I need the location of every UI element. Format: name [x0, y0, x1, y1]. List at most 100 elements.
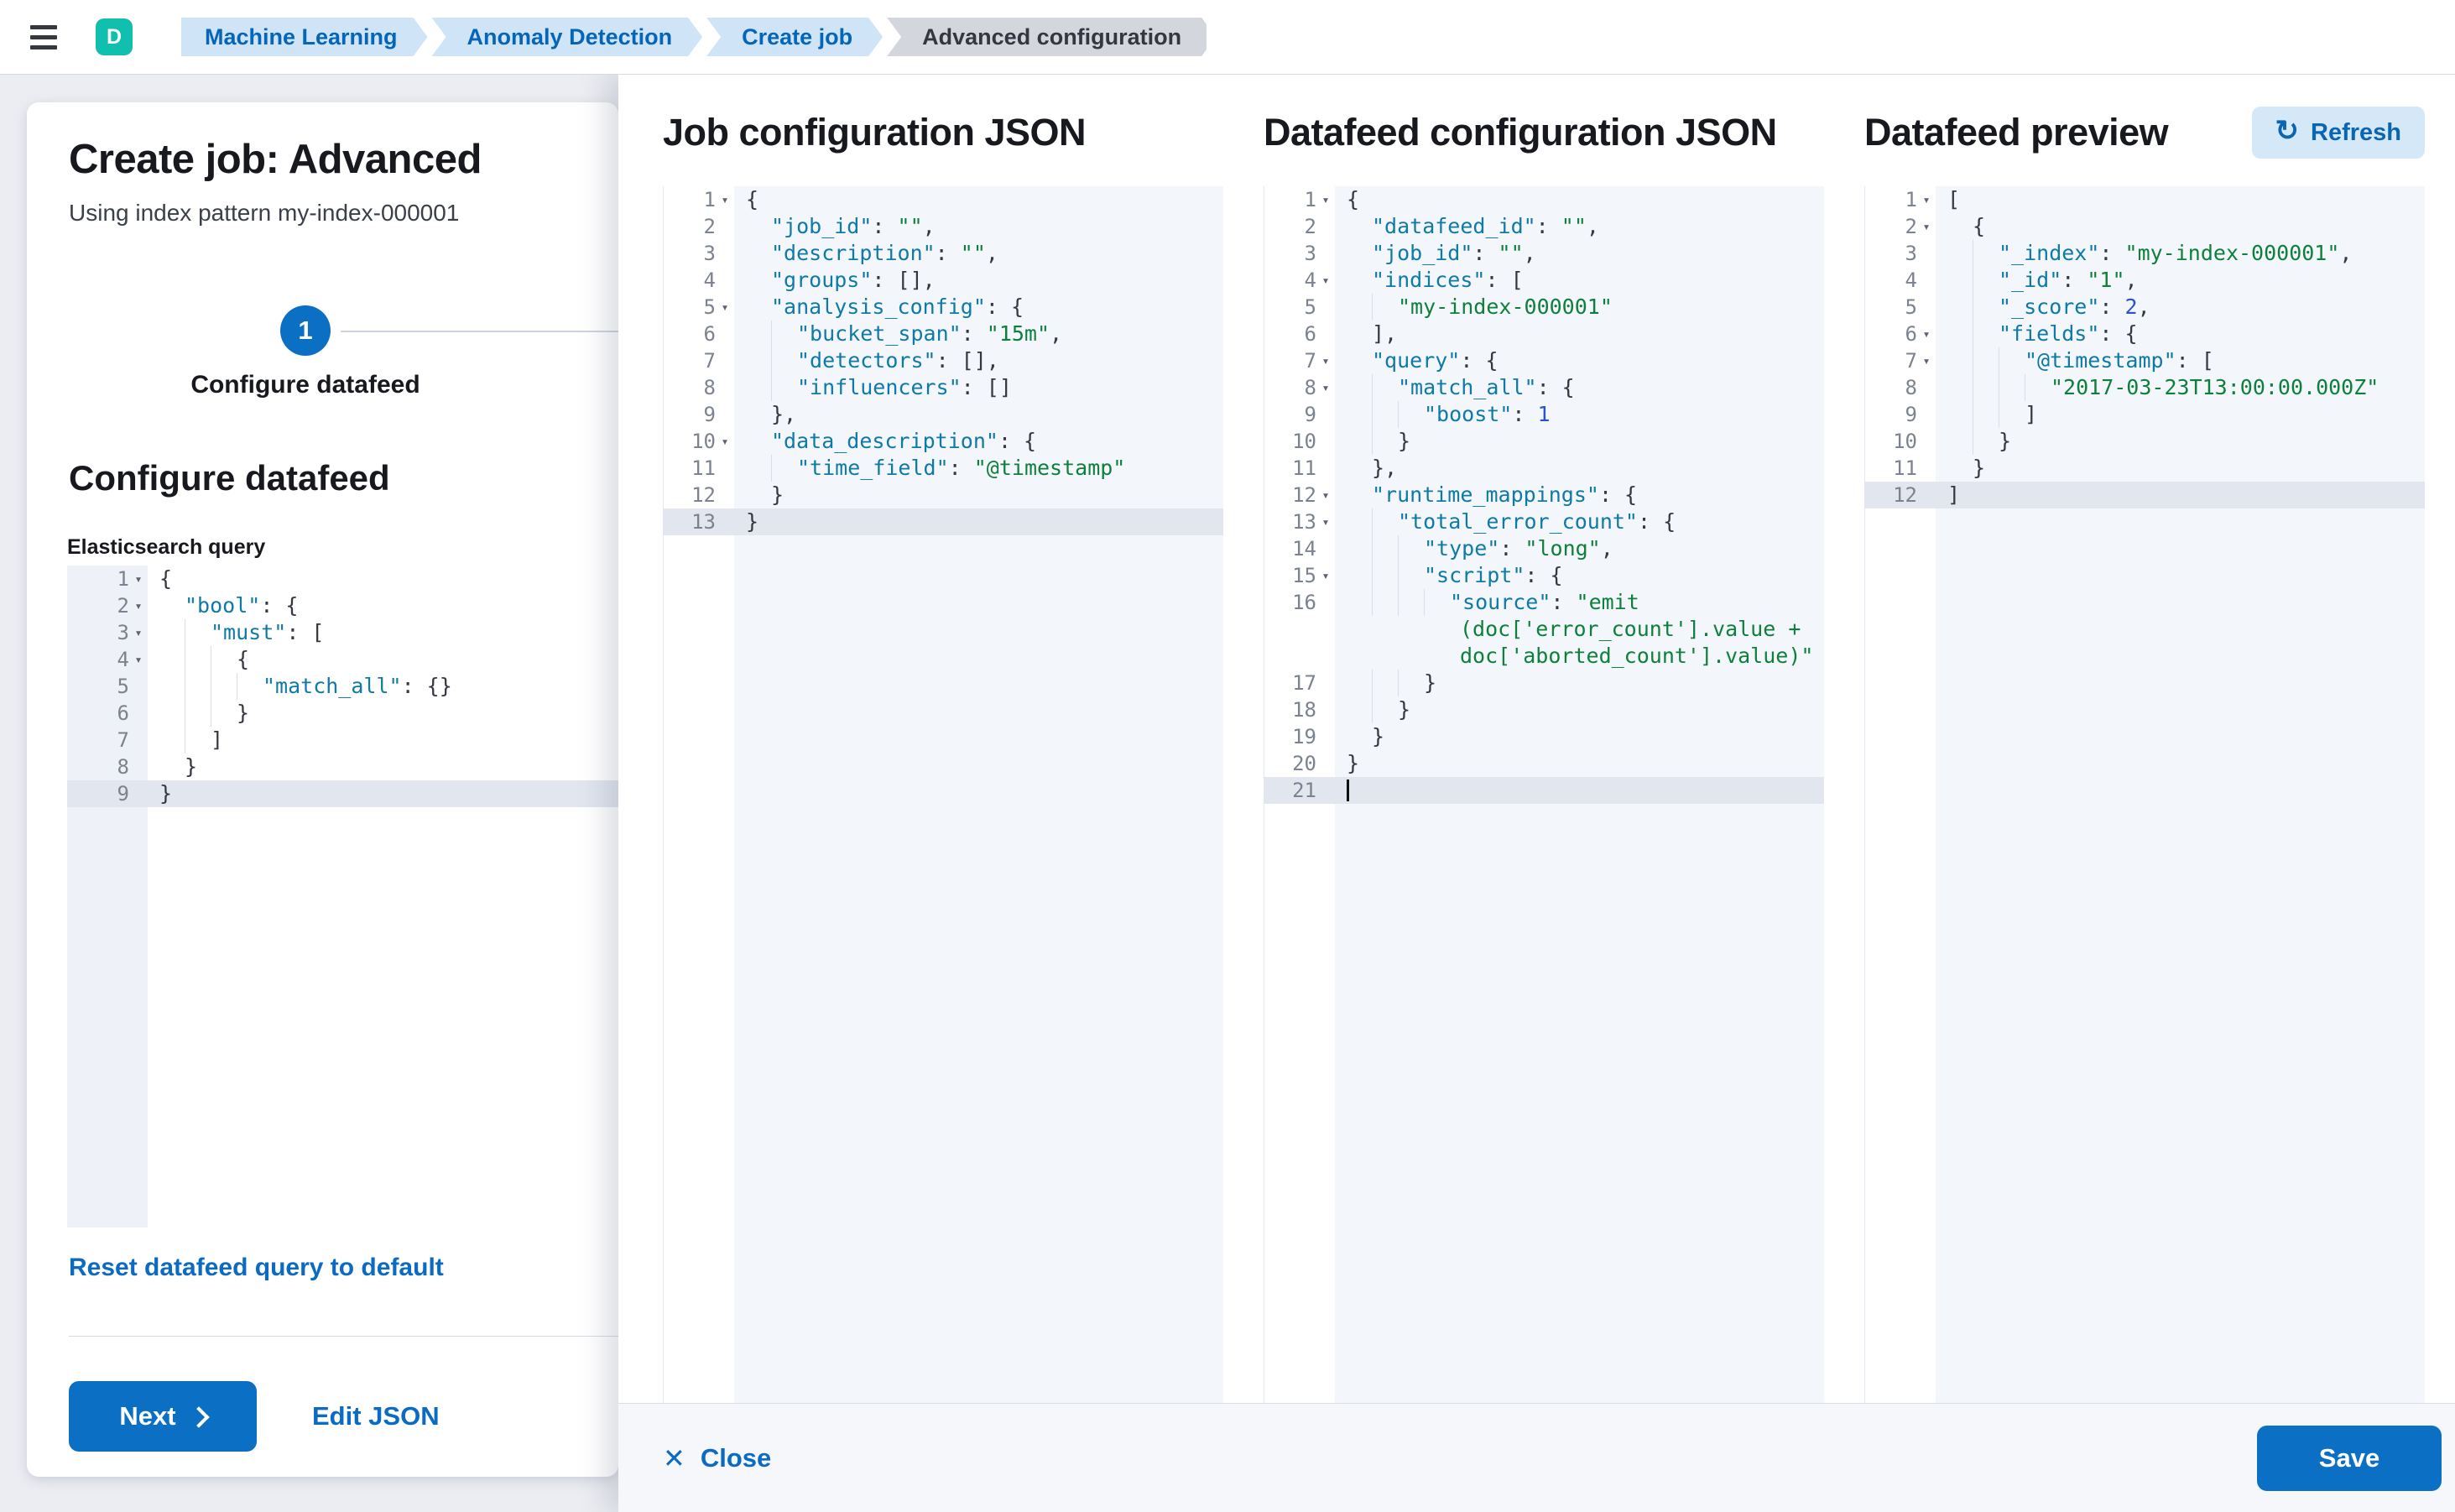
job-configuration-editor[interactable]: 1▾{2"job_id": "",3"description": "",4"gr… [663, 186, 1223, 1403]
code-line-1[interactable]: 1▾[ [1865, 186, 2425, 213]
code-line-6[interactable]: 6], [1264, 321, 1824, 347]
space-avatar[interactable]: D [96, 18, 133, 55]
code-line-11[interactable]: 11}, [1264, 455, 1824, 482]
wizard-step-1[interactable]: 1 [280, 305, 331, 356]
code-line-4[interactable]: 4▾"indices": [ [1264, 267, 1824, 294]
menu-icon[interactable] [30, 24, 57, 50]
gutter: 8 [117, 755, 129, 779]
fold-arrow-icon[interactable]: ▾ [1922, 192, 1931, 207]
code-line-4[interactable]: 4"groups": [], [664, 267, 1223, 294]
refresh-button[interactable]: ↻ Refresh [2251, 107, 2425, 159]
code-line-4[interactable]: 4"_id": "1", [1865, 267, 2425, 294]
code-line-15[interactable]: 15▾"script": { [1264, 562, 1824, 589]
elasticsearch-query-editor[interactable]: 1▾{2▾"bool": {3▾"must": [4▾{5"match_all"… [67, 566, 659, 1228]
fold-arrow-icon[interactable]: ▾ [721, 192, 729, 207]
gutter: 12 [691, 483, 716, 507]
code-line-8[interactable]: 8"influencers": [] [664, 374, 1223, 401]
code-line-8[interactable]: 8▾"match_all": { [1264, 374, 1824, 401]
wizard-step-1-label: Configure datafeed [190, 371, 420, 399]
code-line-9[interactable]: 9] [1865, 401, 2425, 428]
code-line-6[interactable]: 6"bucket_span": "15m", [664, 321, 1223, 347]
code-line-7[interactable]: 7] [67, 727, 659, 753]
code-line-12[interactable]: 12▾"runtime_mappings": { [1264, 482, 1824, 508]
fold-arrow-icon[interactable]: ▾ [134, 571, 143, 587]
code-line-10[interactable]: 10▾"data_description": { [664, 428, 1223, 455]
code-line-8[interactable]: 8"2017-03-23T13:00:00.000Z" [1865, 374, 2425, 401]
reset-datafeed-query-link[interactable]: Reset datafeed query to default [69, 1254, 444, 1281]
code-line-3[interactable]: 3"job_id": "", [1264, 240, 1824, 267]
code-wrap-row[interactable]: doc['aborted_count'].value)" [1264, 643, 1824, 670]
code-line-3[interactable]: 3▾"must": [ [67, 619, 659, 646]
page-title: Create job: Advanced [69, 137, 482, 182]
code-line-10[interactable]: 10} [1264, 428, 1824, 455]
datafeed-preview-editor[interactable]: 1▾[2▾{3"_index": "my-index-000001",4"_id… [1864, 186, 2425, 1403]
code-line-20[interactable]: 20} [1264, 750, 1824, 777]
code-line-9[interactable]: 9} [67, 780, 659, 807]
code-line-14[interactable]: 14"type": "long", [1264, 535, 1824, 562]
code-line-13[interactable]: 13▾"total_error_count": { [1264, 508, 1824, 535]
fold-arrow-icon[interactable]: ▾ [1321, 487, 1330, 503]
code-line-8[interactable]: 8} [67, 753, 659, 780]
code-line-13[interactable]: 13} [664, 508, 1223, 535]
code-line-3[interactable]: 3"description": "", [664, 240, 1223, 267]
next-button[interactable]: Next [69, 1381, 257, 1452]
edit-json-link[interactable]: Edit JSON [312, 1401, 440, 1431]
code-line-6[interactable]: 6▾"fields": { [1865, 321, 2425, 347]
code-line-9[interactable]: 9"boost": 1 [1264, 401, 1824, 428]
fold-arrow-icon[interactable]: ▾ [134, 652, 143, 667]
code-line-1[interactable]: 1▾{ [67, 566, 659, 592]
code-line-21[interactable]: 21 [1264, 777, 1824, 804]
code-line-1[interactable]: 1▾{ [664, 186, 1223, 213]
code-wrap-row[interactable]: (doc['error_count'].value + [1264, 616, 1824, 643]
code-line-2[interactable]: 2"datafeed_id": "", [1264, 213, 1824, 240]
code-line-11[interactable]: 11} [1865, 455, 2425, 482]
json-editor-flyout: Job configuration JSON 1▾{2"job_id": "",… [618, 74, 2455, 1512]
code-line-18[interactable]: 18} [1264, 696, 1824, 723]
fold-arrow-icon[interactable]: ▾ [134, 598, 143, 613]
code-line-7[interactable]: 7▾"@timestamp": [ [1865, 347, 2425, 374]
code-line-17[interactable]: 17} [1264, 670, 1824, 696]
code-line-7[interactable]: 7"detectors": [], [664, 347, 1223, 374]
breadcrumb-anomaly-detection[interactable]: Anomaly Detection [432, 18, 703, 56]
fold-arrow-icon[interactable]: ▾ [1321, 192, 1330, 207]
code-line-16[interactable]: 16"source": "emit [1264, 589, 1824, 616]
close-button[interactable]: ✕ Close [663, 1442, 771, 1474]
fold-arrow-icon[interactable]: ▾ [1321, 568, 1330, 583]
code-line-6[interactable]: 6} [67, 700, 659, 727]
fold-arrow-icon[interactable]: ▾ [721, 300, 729, 315]
breadcrumb-create-job[interactable]: Create job [706, 18, 883, 56]
code-line-10[interactable]: 10} [1865, 428, 2425, 455]
fold-arrow-icon[interactable]: ▾ [1321, 380, 1330, 395]
fold-arrow-icon[interactable]: ▾ [1321, 353, 1330, 368]
code-line-5[interactable]: 5"my-index-000001" [1264, 294, 1824, 321]
fold-arrow-icon[interactable]: ▾ [1321, 514, 1330, 529]
code-line-4[interactable]: 4▾{ [67, 646, 659, 673]
fold-arrow-icon[interactable]: ▾ [1922, 219, 1931, 234]
datafeed-configuration-editor[interactable]: 1▾{2"datafeed_id": "",3"job_id": "",4▾"i… [1264, 186, 1824, 1403]
code-line-12[interactable]: 12} [664, 482, 1223, 508]
fold-arrow-icon[interactable]: ▾ [721, 434, 729, 449]
code-line-2[interactable]: 2▾{ [1865, 213, 2425, 240]
code-line-1[interactable]: 1▾{ [1264, 186, 1824, 213]
code-line-2[interactable]: 2"job_id": "", [664, 213, 1223, 240]
code-line-11[interactable]: 11"time_field": "@timestamp" [664, 455, 1223, 482]
code-line-9[interactable]: 9}, [664, 401, 1223, 428]
gutter: 12▾ [1264, 482, 1335, 508]
breadcrumb-machine-learning[interactable]: Machine Learning [181, 18, 428, 56]
code-line-5[interactable]: 5"match_all": {} [67, 673, 659, 700]
save-button[interactable]: Save [2257, 1425, 2442, 1491]
code-line-5[interactable]: 5"_score": 2, [1865, 294, 2425, 321]
gutter: 5▾ [664, 294, 734, 321]
code-line-3[interactable]: 3"_index": "my-index-000001", [1865, 240, 2425, 267]
code-line-7[interactable]: 7▾"query": { [1264, 347, 1824, 374]
code-line-12[interactable]: 12] [1865, 482, 2425, 508]
fold-arrow-icon[interactable]: ▾ [1922, 326, 1931, 342]
fold-arrow-icon[interactable]: ▾ [1321, 273, 1330, 288]
code-line-2[interactable]: 2▾"bool": { [67, 592, 659, 619]
gutter: 6▾ [1865, 321, 1936, 347]
fold-arrow-icon[interactable]: ▾ [1922, 353, 1931, 368]
code-line-19[interactable]: 19} [1264, 723, 1824, 750]
code-line-5[interactable]: 5▾"analysis_config": { [664, 294, 1223, 321]
fold-arrow-icon[interactable]: ▾ [134, 625, 143, 640]
breadcrumb-advanced-configuration: Advanced configuration [887, 18, 1207, 56]
